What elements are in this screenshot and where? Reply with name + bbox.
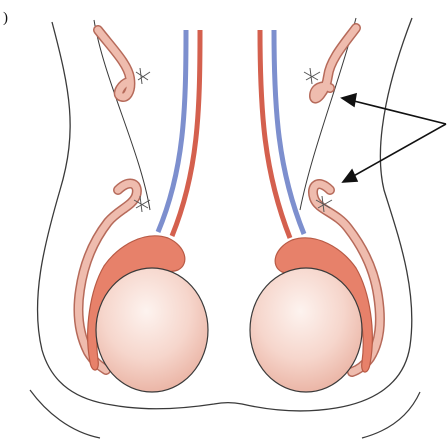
spermatic-vessels-right [260,30,304,238]
pointer-arrows [342,94,446,182]
ligature-left-upper [136,68,150,84]
panel-label: ) [3,11,8,26]
arrow-lower-line [350,124,446,178]
testis-left [96,268,208,392]
vas-deferens-right-upper [314,28,356,99]
spermatic-vessels-left [158,30,200,236]
scrotum [30,18,420,438]
body-curve-left [30,390,100,438]
arrow-upper-head [342,94,356,106]
arrow-lower-head [343,170,357,182]
arrow-upper-line [350,100,446,124]
body-curve-right [362,392,420,438]
ligature-right-upper [304,68,320,84]
vas-deferens-left-upper [98,30,130,97]
testis-right [250,268,362,392]
